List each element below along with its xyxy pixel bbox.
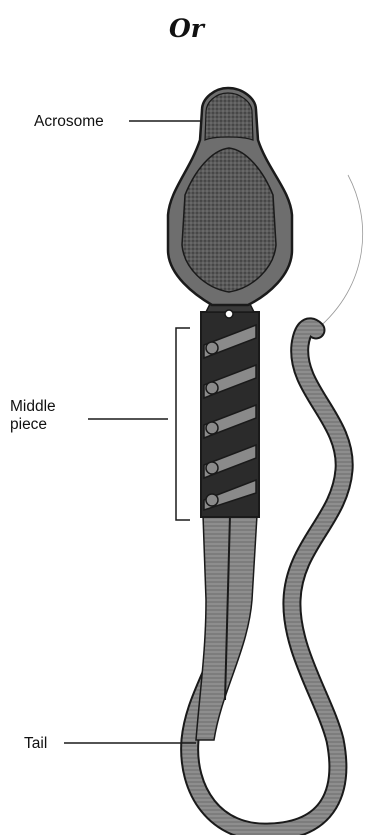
middle-piece-bracket bbox=[176, 328, 190, 520]
centriole bbox=[225, 310, 233, 318]
thin-filament-line bbox=[316, 175, 363, 330]
acrosome-cap bbox=[205, 93, 253, 140]
